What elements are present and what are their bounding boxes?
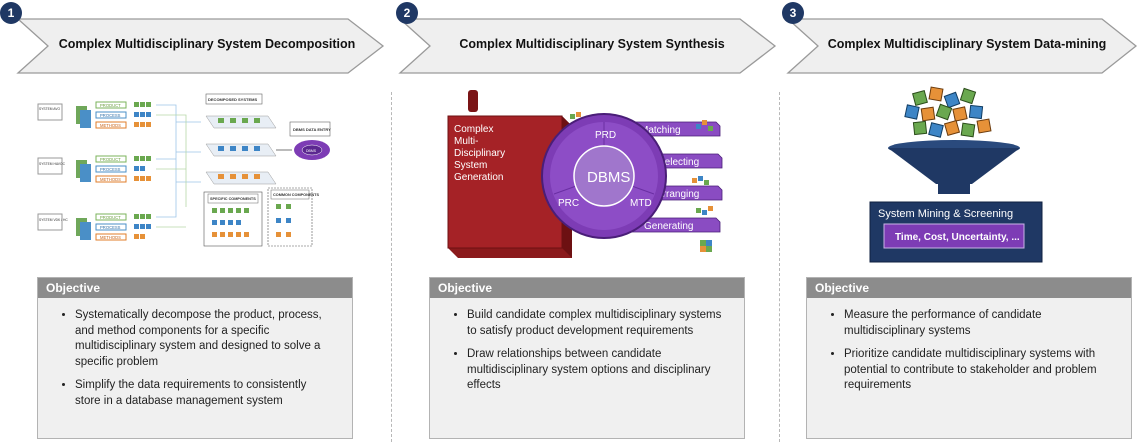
stage-arranging: Arranging: [656, 189, 699, 200]
row-label-product-1: PRODUCT: [100, 103, 121, 108]
generation-line-1: Complex: [454, 124, 493, 135]
step-1-column: 1 Complex Multidisciplinary System Decom…: [0, 0, 386, 448]
decomposed-planes: [205, 115, 277, 185]
svg-text:Complex Multi- Dis: Complex Multi- Disciplinary System Gener…: [454, 124, 508, 183]
stage-selecting: Selecting: [658, 157, 699, 168]
dbms-node-label: DBMS: [306, 149, 317, 153]
system-row-2: SYSTEM HAVOC PRODUCT PROCESS METHODS: [37, 155, 151, 183]
objective-list: Systematically decompose the product, pr…: [38, 308, 352, 409]
objective-list: Build candidate complex multidisciplinar…: [430, 308, 744, 394]
step-2-column: 2 Complex Multidisciplinary System Synth…: [392, 0, 778, 448]
column-divider-2: [779, 92, 780, 442]
objective-bullet: Prioritize candidate multidisciplinary s…: [844, 347, 1113, 394]
specific-components-label: SPECIFIC COMPONENTS: [210, 197, 256, 201]
mtd-label: MTD: [630, 198, 652, 209]
prc-label: PRC: [558, 198, 579, 209]
row-label-methods-2: METHODS: [100, 177, 121, 182]
synthesis-dbms-label: DBMS: [587, 169, 630, 186]
generation-line-5: Generation: [454, 172, 503, 183]
step-1-chevron: [16, 18, 385, 74]
step-3-chevron: [786, 18, 1138, 74]
objective-header: Objective: [807, 278, 1131, 298]
step-3-column: 3 Complex Multidisciplinary System Data-…: [778, 0, 1138, 448]
objective-bullet: Build candidate complex multidisciplinar…: [467, 308, 726, 339]
stage-generating: Generating: [644, 221, 693, 232]
step-2-badge: 2: [396, 2, 418, 24]
decomposed-systems-label: DECOMPOSED SYSTEMS: [208, 97, 257, 102]
mining-criteria: Time, Cost, Uncertainty, ...: [895, 232, 1020, 243]
step-3-badge: 3: [782, 2, 804, 24]
step-1-badge: 1: [0, 2, 22, 24]
objective-bullet: Draw relationships between candidate mul…: [467, 347, 726, 394]
component-cubes: [570, 112, 713, 252]
decomposition-diagram: SYSTEM AVO PRODUCT PROCESS METHODS SYSTE…: [37, 93, 331, 247]
objective-box-1: Objective Systematically decompose the p…: [37, 277, 353, 439]
column-divider-1: [391, 92, 392, 442]
generation-line-4: System: [454, 160, 487, 171]
row-label-process-2: PROCESS: [100, 167, 121, 172]
step-2-title: Complex Multidisciplinary System Synthes…: [459, 37, 725, 51]
objective-header: Objective: [430, 278, 744, 298]
row-label-product-2: PRODUCT: [100, 157, 121, 162]
system-label-2: SYSTEM HAVOC: [39, 162, 66, 166]
objective-bullet: Simplify the data requirements to consis…: [75, 378, 334, 409]
row-label-methods-1: METHODS: [100, 123, 121, 128]
system-row-3: SYSTEM VDK / HC PRODUCT PROCESS METHODS: [37, 213, 151, 241]
stage-matching: Matching: [640, 125, 681, 136]
generation-line-3: Disciplinary: [454, 148, 505, 159]
row-label-methods-3: METHODS: [100, 235, 121, 240]
generation-line-2: Multi-: [454, 136, 478, 147]
dbms-data-entry-label: DBMS DATA ENTRY: [293, 127, 331, 132]
system-label-3: SYSTEM VDK / HC: [39, 218, 68, 222]
objective-box-2: Objective Build candidate complex multid…: [429, 277, 745, 439]
objective-header: Objective: [38, 278, 352, 298]
row-label-product-3: PRODUCT: [100, 215, 121, 220]
step-2-chevron: [398, 18, 777, 74]
row-label-process-3: PROCESS: [100, 225, 121, 230]
common-components-label: COMMON COMPONENTS: [273, 193, 319, 197]
system-row-1: SYSTEM AVO PRODUCT PROCESS METHODS: [37, 101, 151, 129]
synthesis-diagram: Complex Multi- Disciplinary System Gener…: [447, 90, 723, 258]
system-label-1: SYSTEM AVO: [39, 107, 60, 111]
row-label-process-1: PROCESS: [100, 113, 121, 118]
mining-box-title: System Mining & Screening: [878, 208, 1013, 220]
mining-diagram: System Mining & Screening Time, Cost, Un…: [869, 86, 1043, 263]
objective-box-3: Objective Measure the performance of can…: [806, 277, 1132, 439]
objective-bullet: Systematically decompose the product, pr…: [75, 308, 334, 370]
objective-list: Measure the performance of candidate mul…: [807, 308, 1131, 394]
data-cubes: [904, 86, 992, 138]
objective-bullet: Measure the performance of candidate mul…: [844, 308, 1113, 339]
step-1-title: Complex Multidisciplinary System Decompo…: [58, 37, 356, 51]
prd-label: PRD: [595, 130, 616, 141]
step-3-title: Complex Multidisciplinary System Data-mi…: [827, 37, 1107, 51]
